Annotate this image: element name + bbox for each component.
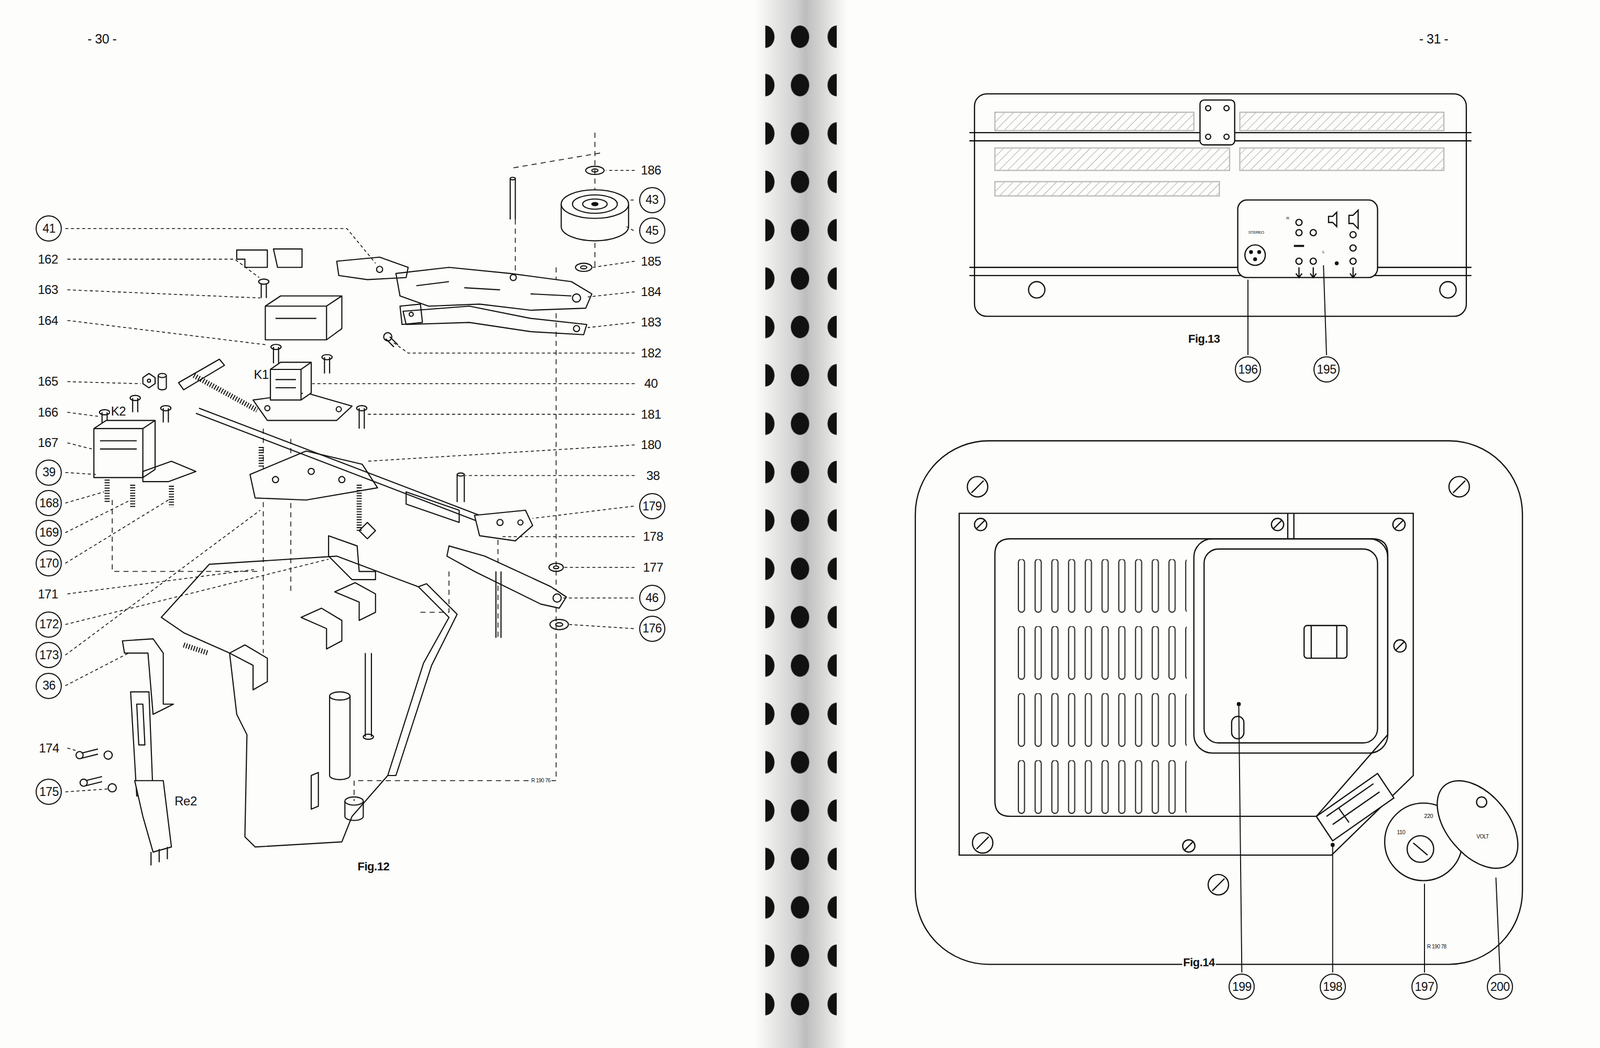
callout-number: 40 (643, 377, 660, 391)
callout-number: 36 (42, 679, 56, 692)
exploded-mechanism (75, 132, 629, 865)
callout-circle: 172 (35, 611, 62, 638)
callout-number: 182 (639, 346, 663, 360)
callout-number: 168 (39, 497, 59, 510)
callout-circle: 170 (35, 550, 62, 577)
figure-caption: Fig.13 (1187, 332, 1222, 345)
callout-number: 46 (645, 592, 659, 605)
callout-number: 181 (639, 407, 663, 421)
callout-number: 172 (39, 618, 59, 631)
callout-circle: 46 (639, 584, 666, 611)
part-name: K2 (110, 404, 127, 418)
binding (754, 0, 847, 1048)
callout-number: 167 (36, 436, 60, 450)
leader-lines (65, 170, 635, 792)
drawing-number: R 190 76 (530, 777, 552, 784)
page-number: - 31 - (1418, 31, 1450, 46)
callout-number: 198 (1322, 980, 1343, 993)
callout-number: 199 (1232, 980, 1252, 993)
callout-circle: 195 (1313, 356, 1340, 383)
callout-number: 176 (642, 622, 662, 635)
callout-number: 174 (37, 741, 61, 755)
callout-number: 173 (39, 649, 59, 662)
callout-number: 162 (36, 252, 60, 266)
part-name: K1 (252, 367, 270, 381)
panel-marking: L (1321, 249, 1326, 255)
callout-number: 196 (1238, 363, 1258, 376)
case-bottom-view (915, 440, 1534, 964)
callout-number: 184 (639, 285, 663, 299)
callout-circle: 168 (35, 489, 62, 517)
callout-number: 179 (642, 500, 662, 513)
callout-number: 195 (1317, 363, 1337, 376)
callout-circle: 179 (639, 492, 666, 520)
callout-number: 164 (36, 313, 60, 327)
callout-circle: 200 (1486, 973, 1514, 1000)
callout-number: 45 (645, 224, 659, 237)
page-number: - 30 - (86, 31, 118, 46)
leader-lines (1247, 265, 1327, 355)
callout-number: 186 (639, 163, 663, 178)
callout-circle: 196 (1234, 356, 1262, 383)
callout-circle: 199 (1228, 973, 1255, 1000)
case-front-view (969, 93, 1472, 317)
callout-circle: 43 (639, 187, 666, 214)
callout-number: 178 (641, 530, 665, 544)
callout-number: 183 (639, 315, 663, 330)
callout-number: 175 (39, 785, 59, 798)
callout-circle: 198 (1319, 973, 1346, 1000)
callout-circle: 175 (35, 778, 62, 805)
callout-number: 180 (639, 438, 663, 452)
callout-number: 38 (645, 468, 662, 482)
callout-number: 171 (36, 587, 60, 601)
callout-circle: 169 (35, 519, 62, 546)
voltage-marking: VOLT (1475, 834, 1490, 840)
drawing-number: R 190 78 (1426, 944, 1448, 950)
callout-circle: 45 (639, 217, 666, 244)
callout-number: 170 (39, 557, 59, 570)
callout-circle: 197 (1411, 973, 1438, 1000)
callout-circle: 39 (35, 459, 62, 486)
voltage-marking: 110 (1395, 829, 1407, 837)
panel-marking: R (1285, 216, 1290, 221)
callout-circle: 36 (35, 672, 62, 699)
callout-number: 185 (639, 254, 663, 268)
callout-number: 169 (39, 526, 59, 539)
callout-number: 197 (1415, 980, 1435, 993)
part-name: Re2 (173, 794, 199, 808)
callout-number: 166 (36, 405, 60, 419)
callout-number: 41 (42, 222, 56, 235)
callout-number: 165 (36, 375, 60, 389)
callout-number: 163 (36, 283, 60, 297)
callout-number: 39 (42, 466, 56, 479)
callout-circle: 41 (35, 215, 62, 242)
callout-circle: 176 (639, 615, 666, 642)
callout-number: 43 (645, 193, 659, 206)
callout-circle: 173 (35, 641, 62, 668)
figure-caption: Fig.12 (356, 860, 391, 873)
figure-caption: Fig.14 (1181, 956, 1216, 969)
callout-number: 177 (641, 560, 665, 574)
panel-marking: STEREO (1247, 230, 1266, 235)
callout-number: 200 (1490, 980, 1510, 993)
leader-lines (1237, 702, 1501, 973)
voltage-marking: 220 (1422, 813, 1434, 820)
